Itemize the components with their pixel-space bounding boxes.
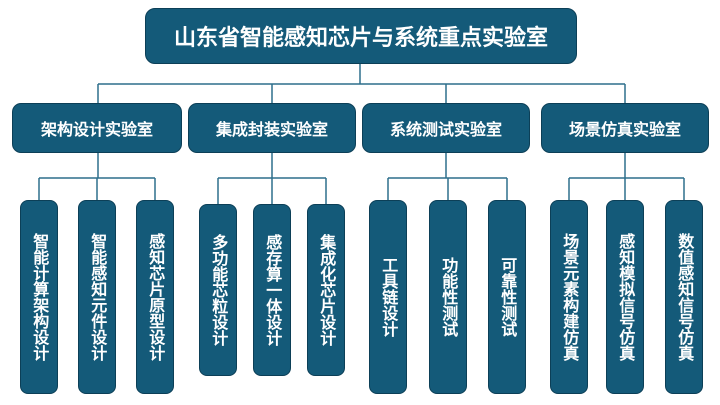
group-node-integration: 集成封装实验室	[188, 103, 356, 153]
leaf-node: 集成化芯片设计	[307, 204, 345, 376]
leaf-node: 感知模拟信号仿真	[606, 200, 644, 394]
group-node-architecture: 架构设计实验室	[12, 103, 182, 153]
leaf-node: 感存算一体设计	[253, 204, 291, 376]
root-node: 山东省智能感知芯片与系统重点实验室	[145, 8, 577, 64]
leaf-node: 智能感知元件设计	[78, 200, 116, 394]
leaf-node: 多功能芯粒设计	[199, 204, 237, 376]
leaf-node: 感知芯片原型设计	[136, 200, 174, 394]
leaf-node: 可靠性测试	[488, 200, 526, 394]
group-node-simulation: 场景仿真实验室	[541, 103, 709, 153]
leaf-node: 数值感知信号仿真	[665, 200, 703, 394]
leaf-node: 场景元素构建仿真	[550, 200, 588, 394]
leaf-node: 智能计算架构设计	[20, 200, 58, 394]
group-node-testing: 系统测试实验室	[362, 103, 530, 153]
leaf-node: 功能性测试	[429, 200, 467, 394]
leaf-node: 工具链设计	[369, 200, 407, 394]
